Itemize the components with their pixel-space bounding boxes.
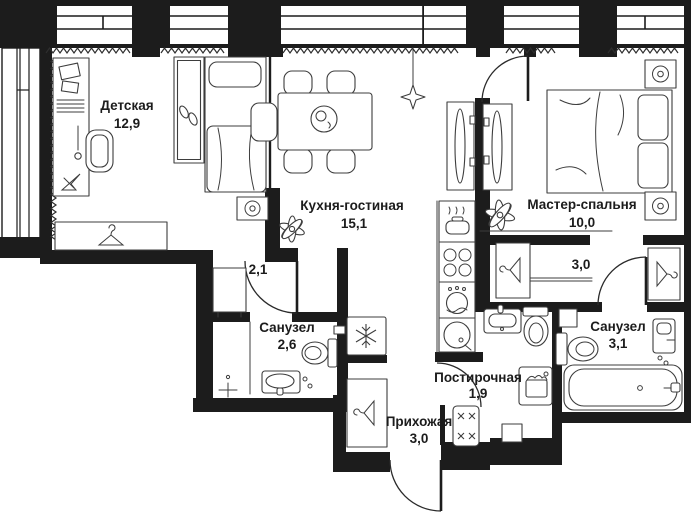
plant-icon (279, 215, 305, 243)
ceiling-light-box (644, 191, 677, 221)
shoe-cabinet-marks (457, 412, 476, 440)
toy-plane-icon (60, 173, 81, 191)
vent-shaft-box (501, 423, 523, 443)
room-label-master: Мастер-спальня (527, 197, 636, 212)
desk-lamp-icon (74, 152, 82, 160)
bowl-icon (310, 105, 338, 133)
room-labels: Детская 12,9 Кухня-гостиная 15,1 Мастер-… (100, 98, 645, 446)
toilet-icon (522, 306, 549, 317)
room-label-detskaya: Детская (100, 98, 153, 113)
room-area-hall21: 2,1 (249, 262, 268, 277)
shaft-box (558, 308, 578, 328)
bath26-furniture (212, 267, 346, 398)
entry-furniture (346, 378, 523, 448)
hanger-icon (499, 256, 521, 284)
room-label-kitchen: Кухня-гостиная (300, 198, 403, 213)
room-label-bath26: Санузел (259, 320, 315, 335)
children-room-furniture (52, 56, 269, 251)
door-arc-master (481, 55, 529, 103)
pillow-icon (208, 61, 262, 88)
hanger-icon (656, 260, 678, 288)
laundry-furniture (483, 304, 553, 406)
wardrobe-icon (495, 242, 531, 299)
hall-cabinet-icon (212, 267, 247, 313)
slipper-icon (188, 112, 198, 126)
room-area-bath26: 2,6 (278, 337, 297, 352)
chair-icon (326, 148, 356, 174)
room-area-detskaya: 12,9 (114, 116, 140, 131)
shoe-cabinet-icon (452, 405, 480, 447)
towel-rail-icon (333, 325, 346, 335)
room-label-entry: Прихожая (386, 414, 453, 429)
slipper-icon (179, 105, 189, 119)
master-bedroom-furniture (446, 59, 677, 232)
desk-icon (52, 57, 90, 197)
room-area-laundry: 1,9 (469, 386, 488, 401)
hanger-icon (97, 224, 125, 246)
bath31-furniture (555, 308, 683, 411)
ceiling-light-box (644, 59, 677, 89)
room-label-bath31: Санузел (590, 319, 646, 334)
facade-window-mullions (57, 6, 684, 44)
chair-icon (283, 148, 313, 174)
pillow-icon (637, 142, 669, 189)
plant-icon (484, 199, 516, 231)
facade-band (0, 0, 691, 48)
door-arc-entrance (389, 459, 442, 512)
door-arc-bath31 (597, 256, 647, 306)
pendant-light-icon (400, 84, 426, 110)
hanger-icon (353, 399, 375, 427)
loggia-strip (0, 47, 42, 258)
room-area-entry: 3,0 (410, 431, 429, 446)
pillow-icon (637, 94, 669, 141)
cooktop-icon (438, 241, 476, 283)
door-arc-laundry (436, 362, 482, 408)
kitchen-living-furniture (250, 47, 476, 356)
wardrobe-icon (647, 247, 681, 301)
closet-furniture (495, 242, 681, 301)
chair-icon (250, 102, 278, 142)
wardrobe-icon (346, 378, 388, 448)
room-area-kitchen: 15,1 (341, 216, 368, 231)
snowflake-icon (355, 324, 377, 348)
toilet-icon (301, 341, 329, 365)
toilet-icon (555, 332, 568, 366)
room-area-closet30: 3,0 (572, 257, 591, 272)
ceiling-light-box (236, 196, 269, 221)
doors (244, 55, 648, 512)
dresser-icon (54, 221, 168, 251)
chair-icon (283, 70, 313, 96)
room-area-bath31: 3,1 (609, 336, 628, 351)
room-area-master: 10,0 (569, 215, 595, 230)
chair-icon (326, 70, 356, 96)
room-label-laundry: Постирочная (434, 370, 522, 385)
